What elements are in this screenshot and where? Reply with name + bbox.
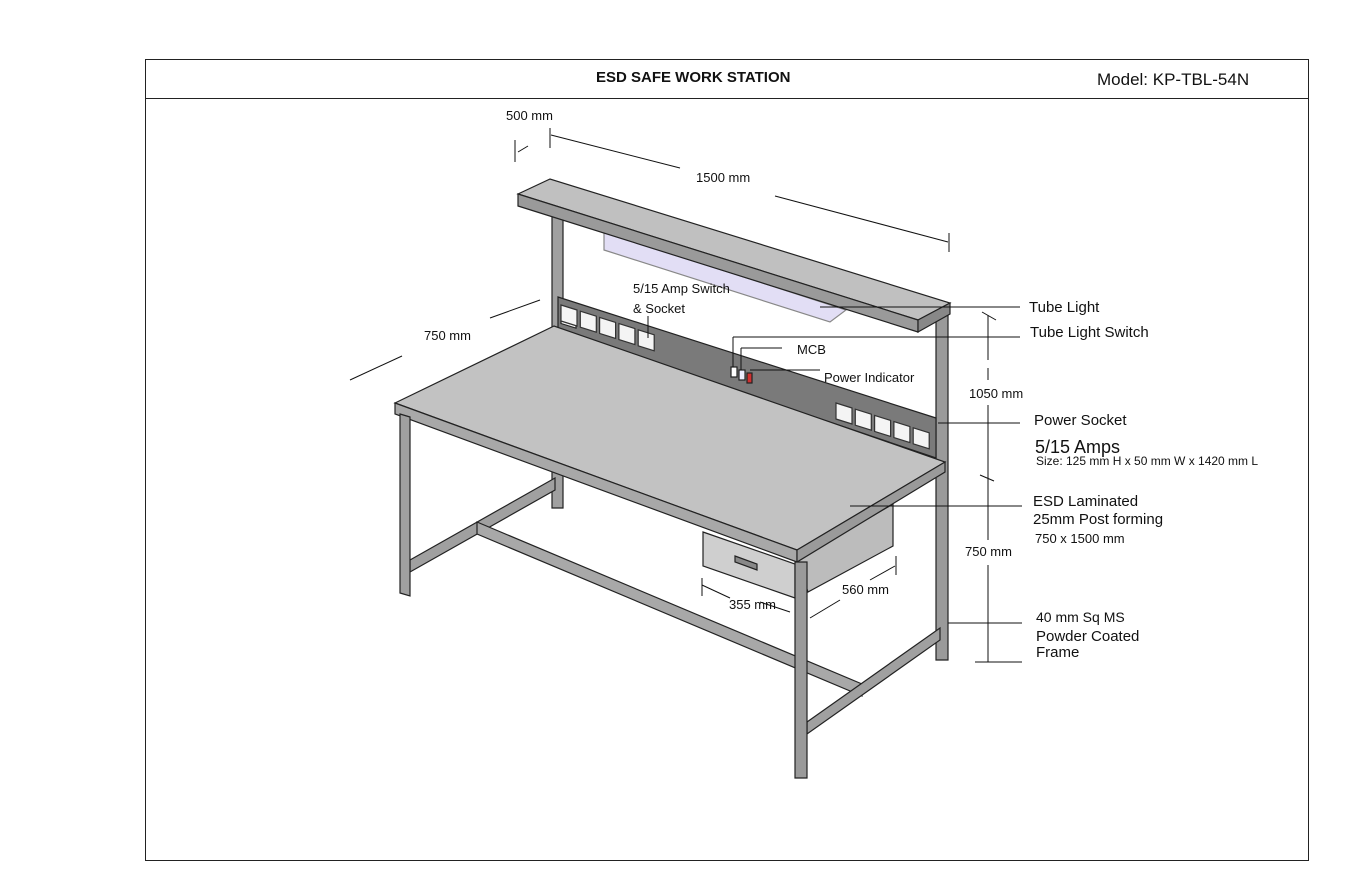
dim-drawer-depth: 560 mm — [842, 582, 889, 597]
tube-light-switch — [730, 366, 738, 378]
shelf-end — [917, 302, 951, 334]
callout-frame-3: Frame — [1036, 644, 1080, 661]
drawing-border — [145, 59, 1309, 861]
dim-table-depth: 750 mm — [424, 328, 471, 343]
socket-icon — [560, 304, 578, 327]
socket-icon — [893, 420, 911, 444]
callout-top-2: 25mm Post forming — [1033, 511, 1164, 528]
callout-switch-socket-2: & Socket — [633, 301, 686, 316]
callout-frame-2: Powder Coated — [1036, 628, 1140, 645]
dim-shelf-depth: 500 mm — [506, 108, 553, 123]
callout-top-1: ESD Laminated — [1033, 493, 1139, 510]
socket-icon — [598, 316, 617, 340]
callout-power-socket: Power Socket — [1034, 412, 1127, 429]
socket-icon — [835, 402, 853, 425]
dim-shelf-length: 1500 mm — [696, 170, 751, 185]
dimension-lines — [349, 128, 1022, 663]
callout-mcb: MCB — [797, 342, 826, 357]
socket-group-left — [560, 304, 655, 352]
dim-overall-height: 1050 mm — [969, 386, 1024, 401]
socket-group-right — [835, 402, 930, 450]
header-divider — [145, 98, 1309, 99]
callout-power-indicator: Power Indicator — [824, 370, 915, 385]
dim-table-height: 750 mm — [965, 544, 1012, 559]
socket-icon — [579, 310, 597, 334]
callout-top-3: 750 x 1500 mm — [1035, 531, 1125, 546]
callout-frame-1: 40 mm Sq MS — [1036, 609, 1125, 625]
page-title: ESD SAFE WORK STATION — [596, 69, 791, 86]
callout-tube-light-switch: Tube Light Switch — [1030, 324, 1149, 341]
callout-switch-socket-1: 5/15 Amp Switch — [633, 281, 730, 296]
power-indicator — [746, 372, 753, 384]
front-right-leg — [794, 561, 808, 779]
lower-stretcher — [476, 521, 863, 697]
back-right-leg — [935, 311, 949, 661]
model-number: Model: KP-TBL-54N — [1097, 70, 1250, 89]
socket-icon — [873, 414, 892, 438]
callout-amps: 5/15 Amps — [1035, 437, 1121, 457]
shelf-top — [516, 178, 952, 321]
dim-drawer-width: 355 mm — [729, 597, 776, 612]
callout-size: Size: 125 mm H x 50 mm W x 1420 mm L — [1036, 454, 1259, 468]
table-side-edge — [796, 460, 946, 564]
front-left-leg — [399, 413, 411, 597]
drawer-handle — [734, 555, 758, 571]
socket-icon — [854, 408, 872, 432]
mcb — [738, 369, 746, 381]
socket-icon — [637, 328, 655, 352]
callout-tube-light: Tube Light — [1029, 299, 1100, 316]
socket-icon — [618, 322, 636, 346]
socket-icon — [912, 426, 930, 450]
